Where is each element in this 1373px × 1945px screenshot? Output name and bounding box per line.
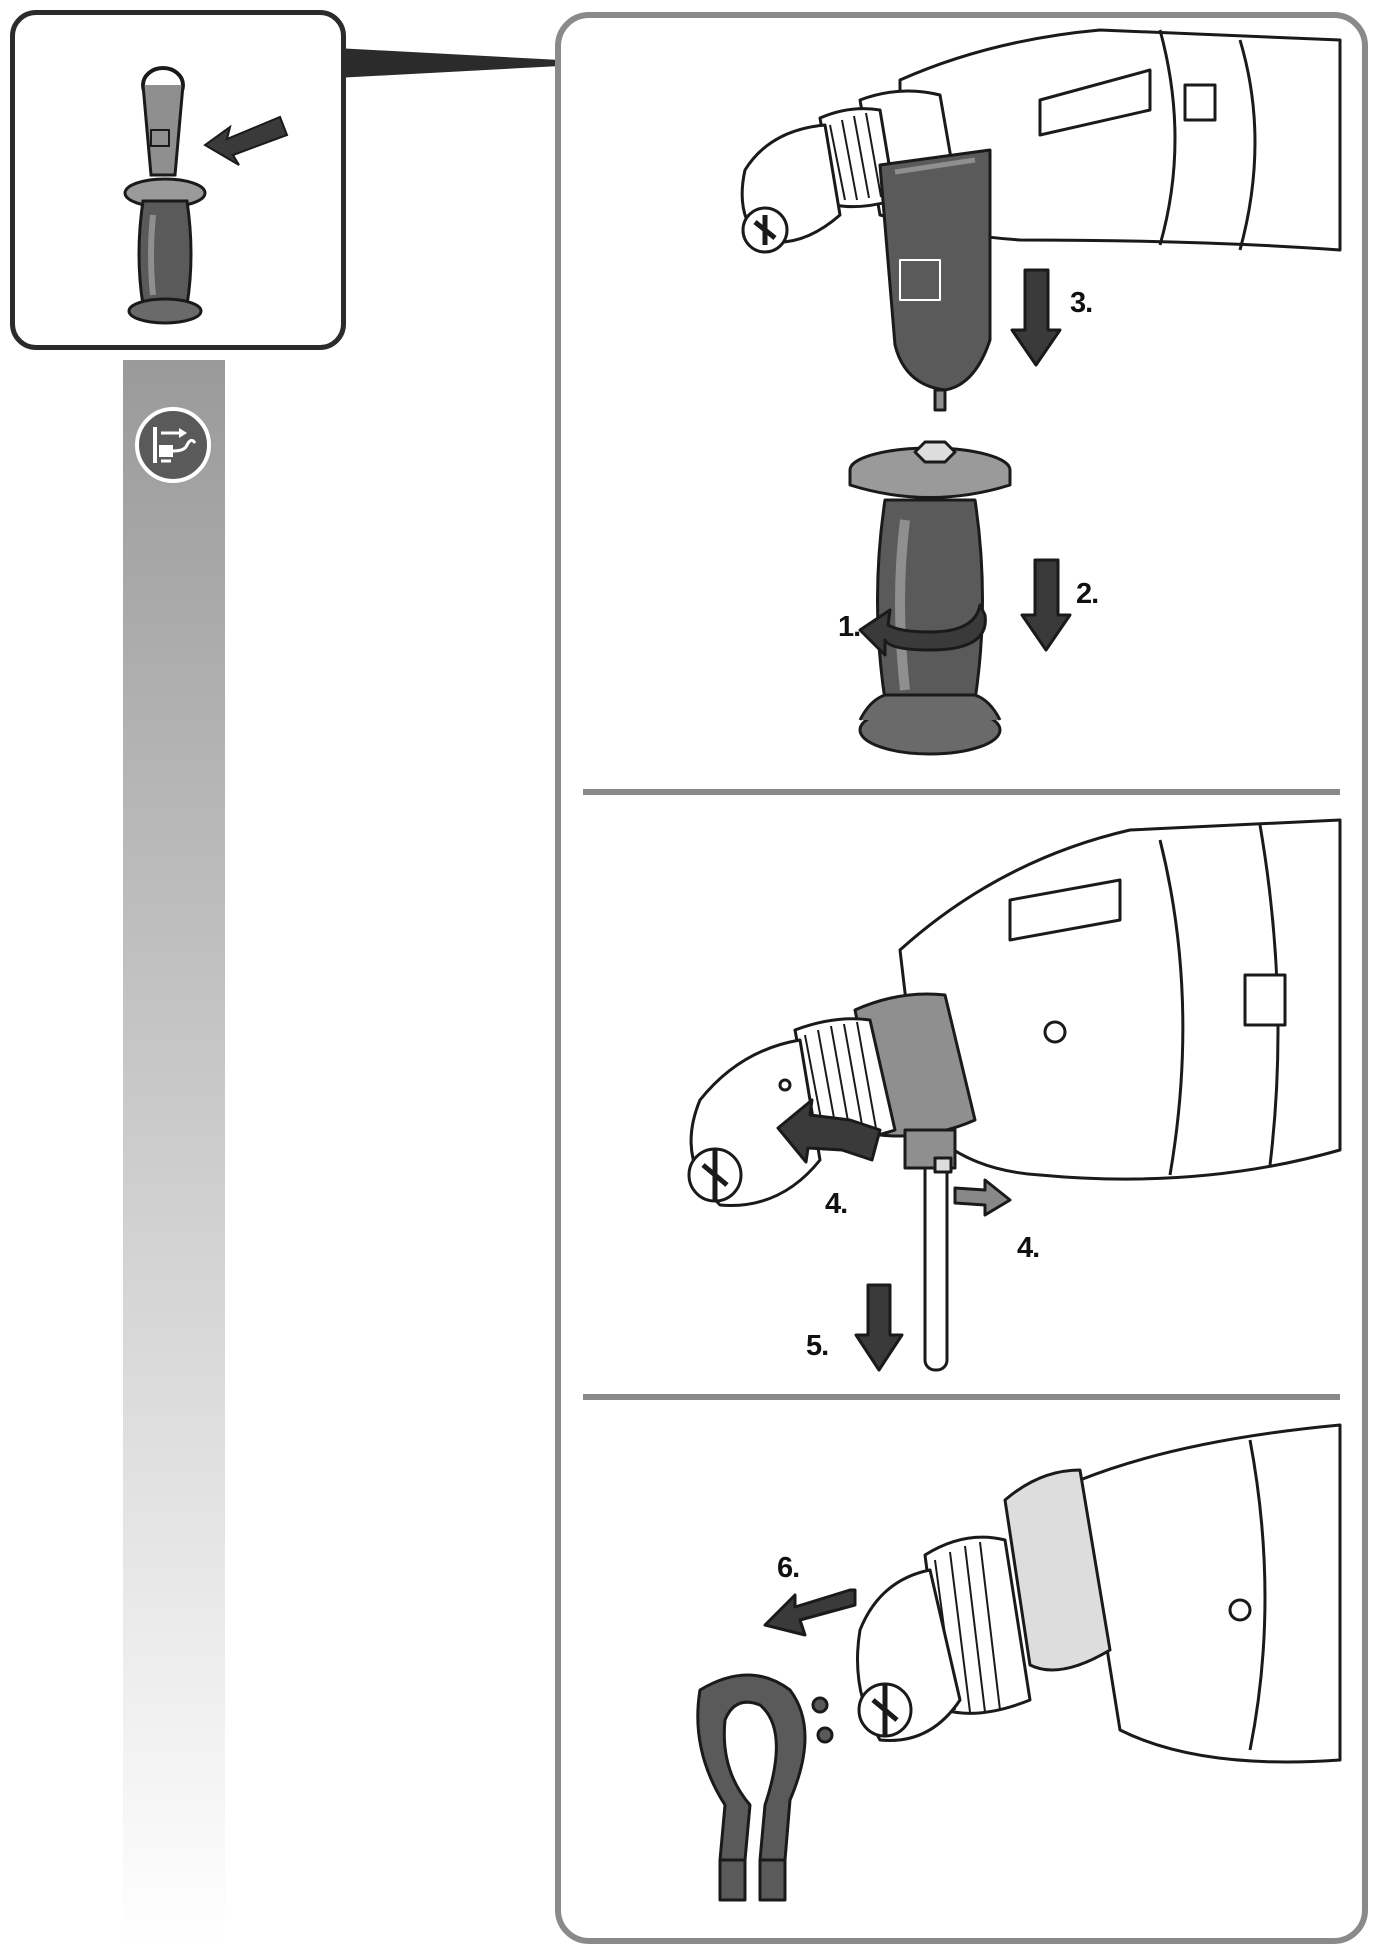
arrow-step6 [763,1588,857,1637]
step-label-5: 5. [806,1330,829,1362]
drill-body-2 [898,818,1342,1181]
clamp-pin [903,1128,957,1372]
arrow-step4a [776,1098,882,1164]
inset-arrow-icon [203,115,289,166]
unplug-power-icon [135,407,211,483]
step-label-4b: 4. [1017,1232,1040,1264]
arrow-step3 [1010,268,1062,367]
step-label-1: 1. [838,611,861,643]
step-label-6: 6. [777,1552,800,1584]
drill-body-1 [898,28,1342,252]
arrow-step4b [953,1178,1012,1217]
step-label-4a: 4. [825,1188,848,1220]
step-label-2: 2. [1076,578,1099,610]
panel-divider-2 [583,1394,1340,1400]
side-handle-grip [848,440,1012,756]
arrow-step2 [1020,558,1072,652]
drill-body-3 [1078,1423,1342,1764]
inset-box [10,10,346,350]
arrow-step5 [854,1283,904,1372]
drill-chuck-2 [687,992,977,1207]
removed-clamp-ring [696,1673,834,1902]
step-label-3: 3. [1070,287,1093,319]
clamp-handle-top [878,148,992,412]
gradient-strip [123,360,225,1945]
rotate-arrow-icon [858,603,987,657]
drill-chuck-3 [856,1468,1112,1742]
panel-divider-1 [583,789,1340,795]
side-handle-overview [123,66,289,325]
